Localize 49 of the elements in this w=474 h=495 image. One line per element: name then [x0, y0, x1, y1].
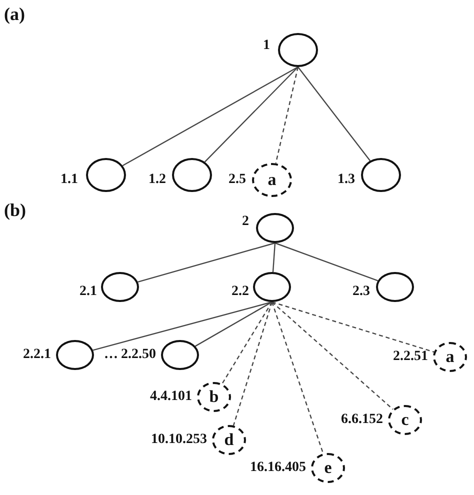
circle-node — [253, 272, 291, 302]
dashed-line — [222, 302, 273, 384]
circle-node — [256, 213, 294, 243]
circle-node — [361, 158, 401, 192]
circle-node — [101, 272, 139, 302]
dashed-circle-node: a — [252, 163, 292, 197]
dashed-line — [275, 66, 299, 164]
dashed-circle-node: d — [212, 425, 246, 455]
panel-label: (b) — [4, 200, 26, 220]
node-label: 1.1 — [60, 172, 78, 188]
node-label: 2.5 — [228, 172, 246, 188]
dashed-circle-node: c — [388, 405, 422, 435]
connector-line — [138, 242, 276, 282]
node-label: 1.3 — [338, 172, 355, 188]
node-label: 2.1 — [80, 284, 97, 300]
circle-node — [56, 340, 94, 370]
circle-node — [278, 33, 318, 67]
node-label: 2.2 — [232, 284, 249, 300]
node-label: 4.4.101 — [150, 389, 192, 405]
node-label: 1.2 — [148, 172, 166, 188]
connector-line — [274, 242, 378, 282]
connector-line — [298, 66, 371, 162]
circle-node — [376, 272, 414, 302]
circle-node — [86, 158, 126, 192]
connector-line — [92, 301, 272, 351]
dashed-line — [272, 301, 434, 353]
panel-label: (a) — [4, 4, 25, 24]
node-label: 2 — [242, 214, 249, 230]
node-label: 2.2.50 — [121, 347, 156, 363]
ellipsis: … — [104, 347, 118, 363]
dashed-line — [232, 302, 273, 426]
node-label: 2.3 — [352, 284, 370, 300]
dashed-circle-node: e — [311, 453, 345, 483]
circle-node — [161, 340, 199, 370]
node-label: 6.6.152 — [341, 412, 383, 428]
node-label: 1 — [263, 38, 270, 54]
node-label: 10.10.253 — [151, 432, 207, 448]
connector-line — [272, 242, 276, 272]
dashed-circle-node: b — [197, 382, 231, 412]
circle-node — [172, 158, 212, 192]
dashed-line — [271, 302, 324, 454]
node-label: 2.2.1 — [23, 347, 51, 363]
connector-line — [122, 66, 298, 166]
dashed-circle-node: a — [433, 342, 467, 372]
dashed-line — [272, 302, 394, 410]
node-label: 16.16.405 — [250, 460, 306, 476]
connector-line — [204, 66, 298, 162]
node-label: 2.2.51 — [393, 349, 428, 365]
connector-line — [195, 301, 272, 347]
